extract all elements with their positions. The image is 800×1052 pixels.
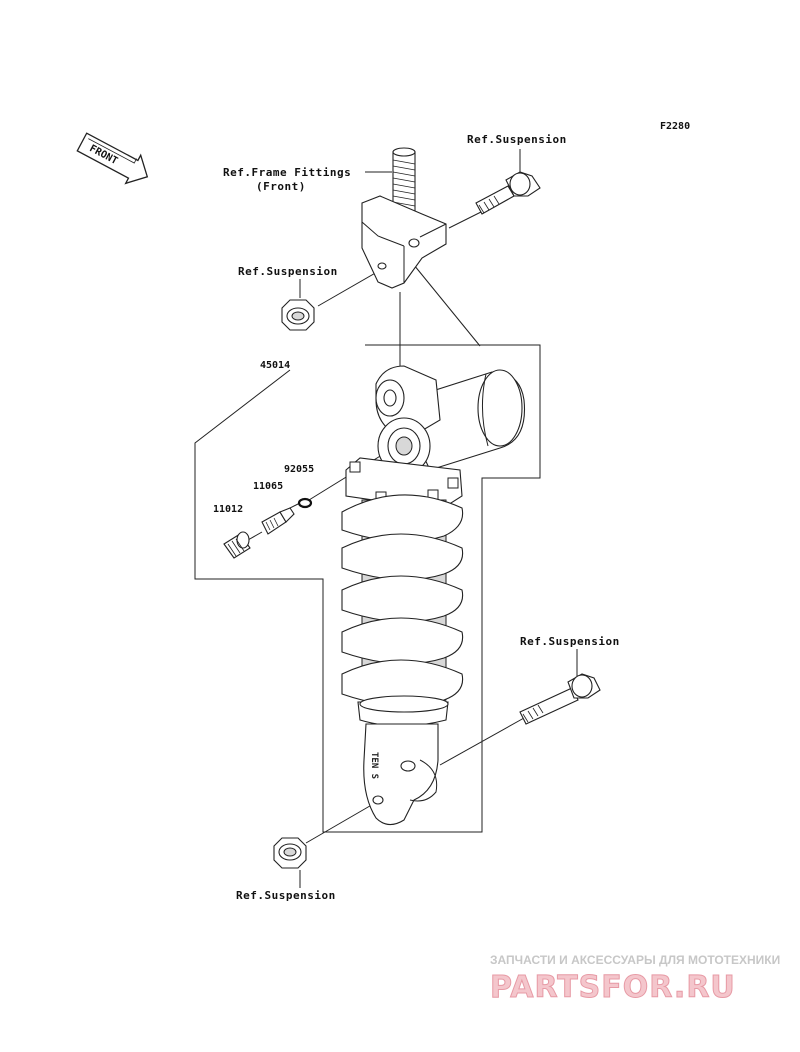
lower-body: TEN S xyxy=(363,723,439,826)
label-frame-fittings-front: (Front) xyxy=(256,180,306,193)
frame-fitting xyxy=(361,147,447,289)
label-ref-suspension-top-left: Ref.Suspension xyxy=(238,265,338,278)
front-arrow-icon: FRONT xyxy=(76,132,149,185)
top-bolt xyxy=(475,171,541,215)
part-number-45014: 45014 xyxy=(260,360,290,371)
part-number-92055: 92055 xyxy=(284,464,314,475)
reservoir-cap xyxy=(377,417,431,475)
label-ref-suspension-mid-right: Ref.Suspension xyxy=(520,635,620,648)
top-nut xyxy=(281,299,315,331)
watermark-logo: PARTSFOR.RU xyxy=(490,970,736,1005)
lower-bolt xyxy=(519,673,601,725)
part-number-11065: 11065 xyxy=(253,481,283,492)
watermark-caption: ЗАПЧАСТИ И АКСЕССУАРЫ ДЛЯ МОТОТЕХНИКИ xyxy=(490,953,780,967)
body-marking: TEN S xyxy=(369,752,379,779)
spring xyxy=(341,494,464,707)
o-ring-92055 xyxy=(297,497,313,509)
part-number-11012: 11012 xyxy=(213,504,243,515)
label-ref-suspension-top-right: Ref.Suspension xyxy=(467,133,567,146)
lower-nut xyxy=(273,837,307,869)
label-ref-suspension-bottom: Ref.Suspension xyxy=(236,889,336,902)
cap-11012 xyxy=(223,531,251,559)
figure-code: F2280 xyxy=(660,121,690,132)
lower-spring-seat xyxy=(357,695,449,727)
label-frame-fittings: Ref.Frame Fittings xyxy=(223,166,351,179)
valve-11065 xyxy=(261,507,295,535)
assembly-bracket xyxy=(194,344,541,833)
